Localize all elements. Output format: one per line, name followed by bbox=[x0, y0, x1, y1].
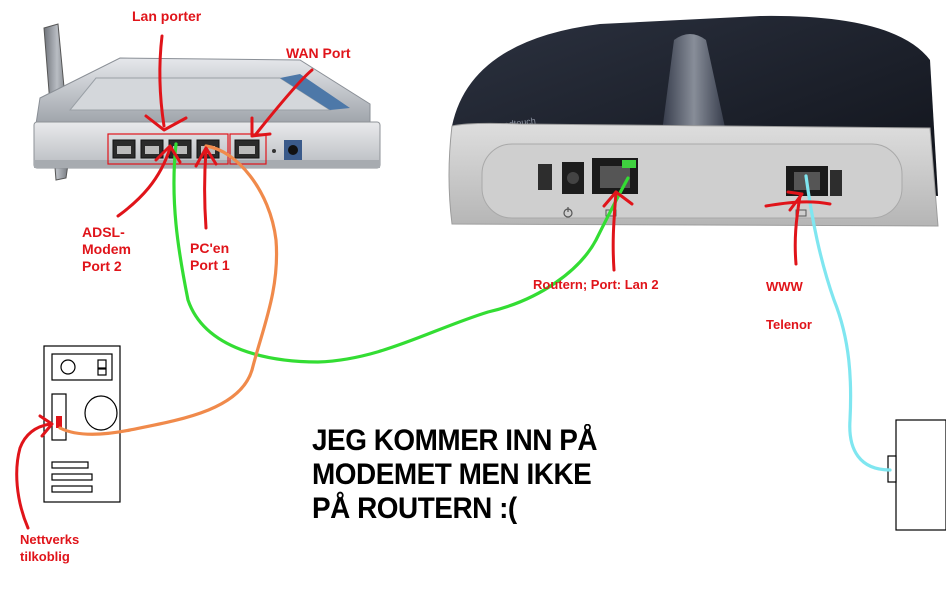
annotation-arrows bbox=[15, 34, 832, 530]
label-telenor: Telenor bbox=[766, 317, 812, 332]
lan-port-group bbox=[107, 133, 229, 165]
headline-line-3: PÅ ROUTERN :( bbox=[312, 492, 517, 525]
label-adsl-line-3: Port 2 bbox=[82, 258, 122, 274]
power-led bbox=[272, 149, 276, 153]
router-ridge bbox=[662, 34, 726, 132]
label-router-port: Routern; Port: Lan 2 bbox=[533, 277, 659, 292]
headline-line-2: MODEMET MEN IKKE bbox=[312, 458, 592, 491]
label-network-line-1: Nettverks bbox=[20, 532, 80, 547]
green-cable bbox=[172, 142, 630, 364]
label-lan-ports: Lan porter bbox=[132, 8, 202, 24]
dsl-icon bbox=[795, 209, 807, 217]
label-pc-line-2: Port 1 bbox=[190, 257, 230, 273]
label-network-connection: Nettverks tilkoblig bbox=[20, 531, 79, 565]
router-switch bbox=[538, 164, 552, 190]
label-www: WWW bbox=[766, 279, 803, 294]
router-switch-right bbox=[830, 170, 842, 196]
label-network-line-2: tilkoblig bbox=[20, 549, 70, 564]
orange-cable bbox=[58, 144, 279, 436]
pc-fan bbox=[84, 395, 118, 431]
label-adsl-line-1: ADSL- bbox=[82, 224, 125, 240]
label-pc-port-1: PC'en Port 1 bbox=[190, 240, 230, 274]
label-wan-port: WAN Port bbox=[286, 45, 351, 61]
label-adsl-modem-port-2: ADSL- Modem Port 2 bbox=[82, 224, 131, 275]
headline: JEG KOMMER INN PÅ MODEMET MEN IKKE PÅ RO… bbox=[312, 424, 598, 526]
wall-socket bbox=[887, 419, 946, 531]
wan-port-group bbox=[229, 133, 267, 165]
pc-power-button bbox=[60, 359, 76, 375]
pc-tower bbox=[43, 345, 121, 503]
label-adsl-line-2: Modem bbox=[82, 241, 131, 257]
label-pc-line-1: PC'en bbox=[190, 240, 230, 256]
headline-line-1: JEG KOMMER INN PÅ bbox=[312, 424, 598, 457]
cyan-cable bbox=[804, 174, 892, 472]
speedtouch-router: speedtouch bbox=[448, 15, 939, 227]
